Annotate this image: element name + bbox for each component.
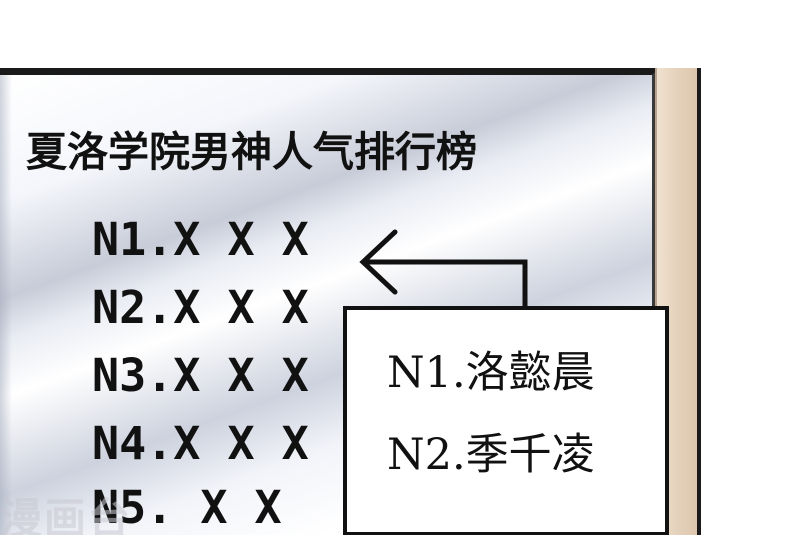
watermark-logo: 漫画台 [0,494,133,535]
caption-rank-2: N2.季千凌 [387,430,595,480]
caption-rank-1: N1.洛懿晨 [387,348,595,398]
rank-entry-3: N3.X X X [92,349,309,402]
rank-list: N1.X X X N2.X X X N3.X X X N4.X X X [92,210,309,482]
rank-entry-5-partial: N5. X X [92,481,282,534]
caption-box: N1.洛懿晨 N2.季千凌 [343,306,669,535]
board-title: 夏洛学院男神人气排行榜 [26,128,477,176]
rank-entry-2: N2.X X X [92,281,309,334]
rank-entry-4: N4.X X X [92,417,309,470]
rank-entry-1: N1.X X X [92,213,309,266]
board-frame-top [0,68,701,72]
pointer-arrow-icon [359,229,528,317]
